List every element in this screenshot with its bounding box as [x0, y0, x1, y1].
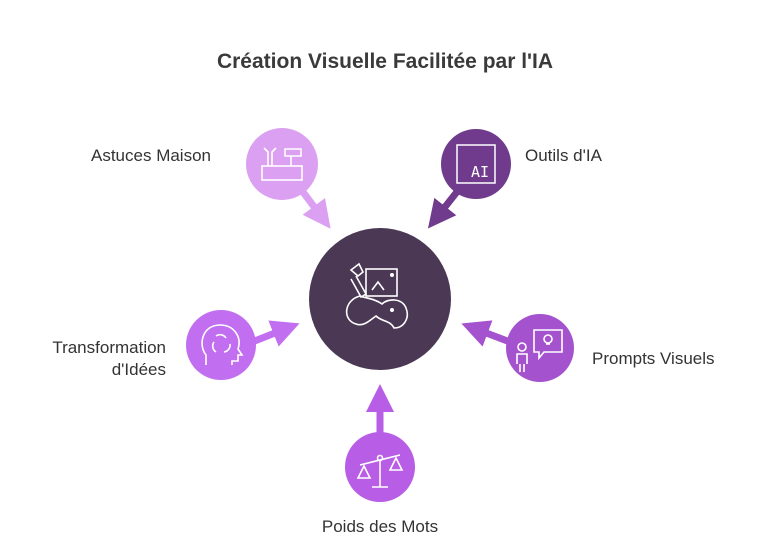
- diagram-title: Création Visuelle Facilitée par l'IA: [216, 50, 554, 73]
- arrow-prompts: [461, 320, 512, 347]
- ai-icon: [456, 144, 496, 184]
- label-poids-des-mots: Poids des Mots: [321, 517, 439, 536]
- label-prompts-visuels: Prompts Visuels: [592, 349, 715, 368]
- node-astuces-maison: [246, 128, 318, 200]
- arrow-transformation: [250, 320, 300, 347]
- label-outils-ia: Outils d'IA: [525, 146, 602, 165]
- balance-scale-icon: [356, 454, 404, 488]
- tools-icon: [261, 147, 303, 181]
- label-transformation-idees: Transformation d'Idées: [29, 337, 166, 381]
- label-line: Transformation: [52, 338, 166, 357]
- node-prompts-visuels: [506, 314, 574, 382]
- ai-icon-text: AI: [471, 163, 489, 181]
- elephant-paint-icon: [345, 262, 409, 329]
- node-transformation-idees: [186, 310, 256, 380]
- node-outils-ia: [441, 129, 511, 199]
- label-astuces-maison: Astuces Maison: [91, 146, 211, 165]
- person-idea-icon: [516, 329, 563, 372]
- head-cycle-icon: [201, 324, 244, 365]
- label-line: d'Idées: [111, 360, 166, 379]
- center-circle: [309, 228, 451, 370]
